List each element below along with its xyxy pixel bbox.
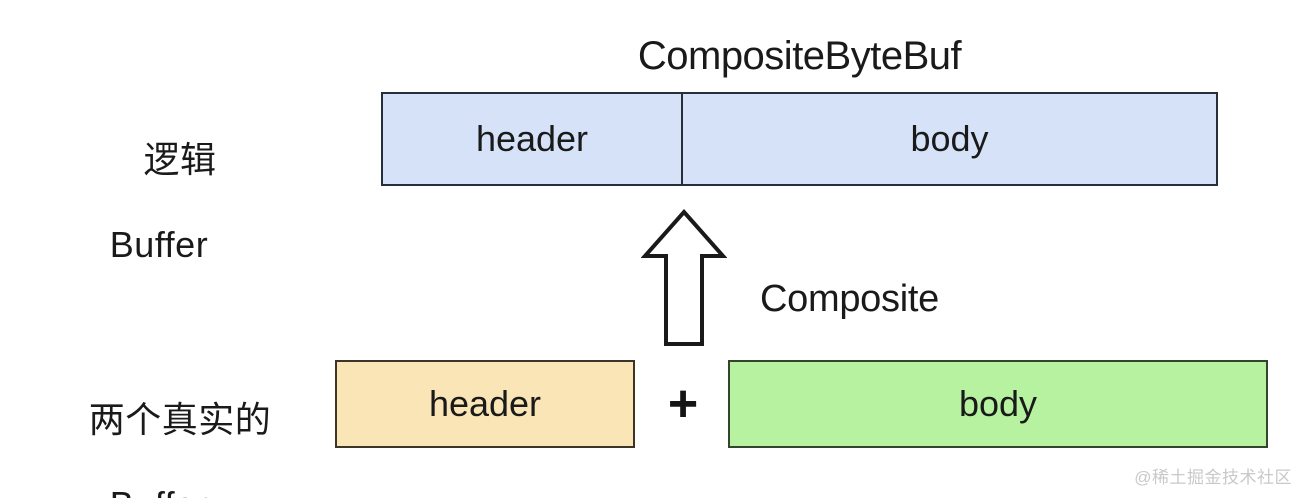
real-buffers-label-line2: Buffer xyxy=(14,484,304,498)
page-title: CompositeByteBuf xyxy=(637,34,962,78)
plus-operator: + xyxy=(667,375,699,433)
real-buffer-body-box: body xyxy=(728,360,1268,448)
real-buffers-label: 两个真实的 Buffer xyxy=(14,357,304,498)
logical-buffer-label: 逻辑 Buffer xyxy=(34,97,284,352)
composite-up-arrow-icon xyxy=(641,208,727,346)
real-buffer-header-box: header xyxy=(335,360,635,448)
composite-segment-header: header xyxy=(383,94,683,184)
logical-buffer-label-line1: 逻辑 xyxy=(143,139,217,181)
real-buffers-label-line1: 两个真实的 xyxy=(88,399,272,441)
logical-buffer-label-line2: Buffer xyxy=(109,224,209,266)
composite-segment-body: body xyxy=(683,94,1216,184)
composite-buffer-box: header body xyxy=(381,92,1218,186)
watermark: @稀土掘金技术社区 xyxy=(1134,467,1292,487)
composite-operation-label: Composite xyxy=(760,278,939,320)
